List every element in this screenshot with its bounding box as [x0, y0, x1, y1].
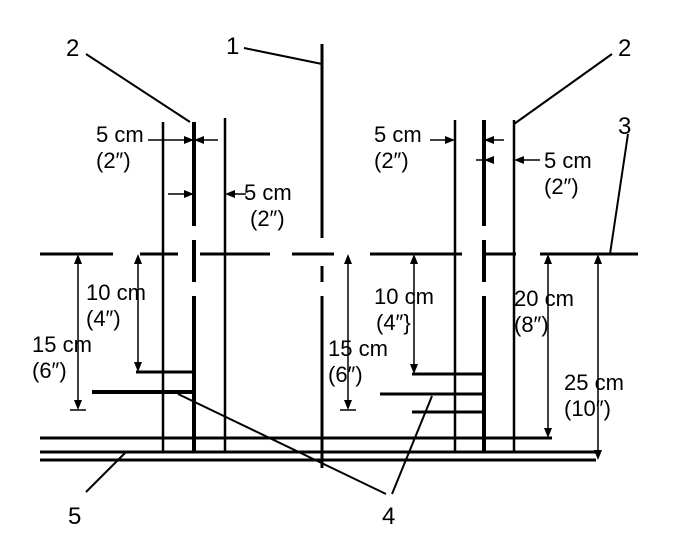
dim-20-imperial: (8″)	[514, 312, 549, 337]
left-horizontal-markers	[92, 370, 196, 394]
dim-right-10-imperial: (4″}	[376, 310, 411, 335]
dim-left-mid-metric: 5 cm	[244, 180, 292, 205]
callout-4: 4	[382, 503, 395, 530]
dim-right-right-imperial: (2″)	[544, 174, 579, 199]
dim-25-imperial: (10″)	[564, 396, 611, 421]
base-lines	[40, 436, 596, 462]
callout-3: 3	[618, 113, 631, 140]
left-vertical-lines	[161, 118, 227, 452]
dimension-lines	[70, 136, 602, 460]
dim-25-metric: 25 cm	[564, 370, 624, 395]
dim-20-metric: 20 cm	[514, 286, 574, 311]
dim-right-right-metric: 5 cm	[544, 148, 592, 173]
right-horizontal-markers	[380, 372, 486, 414]
right-vertical-lines	[453, 120, 516, 452]
dim-right-left-metric: 5 cm	[374, 122, 422, 147]
callout-5: 5	[68, 503, 81, 530]
callout-2-right: 2	[618, 35, 631, 62]
leader-lines	[85, 47, 629, 495]
dim-left-top-imperial: (2″)	[96, 148, 131, 173]
dim-left-10-imperial: (4″)	[86, 306, 121, 331]
dim-right-15-imperial: (6″)	[328, 362, 363, 387]
callout-1: 1	[226, 33, 239, 60]
dim-left-top-metric: 5 cm	[96, 122, 144, 147]
dim-left-mid-imperial: (2″)	[250, 206, 285, 231]
dim-left-10-metric: 10 cm	[86, 280, 146, 305]
dim-right-left-imperial: (2″)	[374, 148, 409, 173]
dim-left-15-imperial: (6″)	[32, 358, 67, 383]
dim-left-15-metric: 15 cm	[32, 332, 92, 357]
callout-2-left: 2	[66, 35, 79, 62]
dim-right-10-metric: 10 cm	[374, 284, 434, 309]
dim-right-15-metric: 15 cm	[328, 336, 388, 361]
